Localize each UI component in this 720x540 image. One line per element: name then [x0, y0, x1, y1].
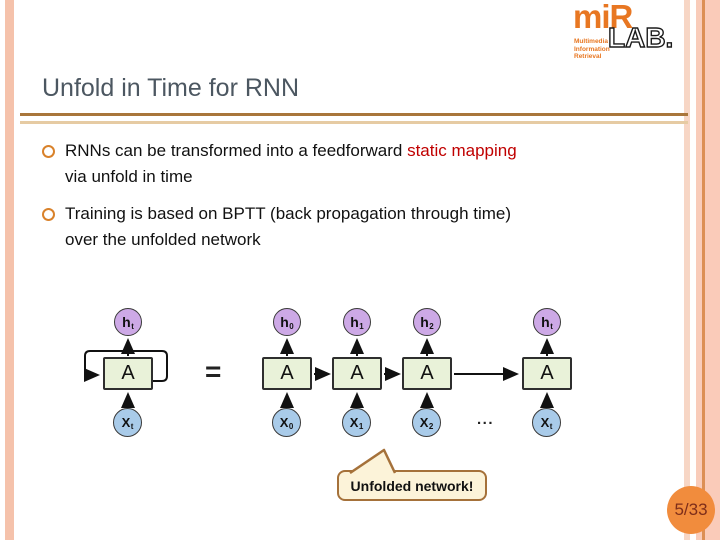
node-subscript: 0	[289, 321, 294, 331]
bullet-1-segment: via unfold in time	[65, 167, 193, 186]
cell-label: A	[420, 362, 434, 384]
node-subscript: 2	[428, 421, 434, 431]
bullet-1-highlight: static mapping	[407, 141, 517, 160]
rnn-cell-A-0: A	[262, 357, 312, 390]
logo-subtitle-line: Multimedia	[574, 38, 608, 45]
equals-sign: =	[205, 356, 222, 387]
cell-label: A	[540, 362, 554, 384]
bullet-text-2: Training is based on BPTT (back propagat…	[65, 201, 535, 253]
cell-label: A	[350, 362, 364, 384]
node-subscript: t	[130, 421, 134, 431]
input-node-x2: X2	[412, 408, 441, 437]
callout-tail	[349, 448, 397, 474]
node-subscript: t	[549, 421, 553, 431]
hidden-output-node-h1: h1	[343, 308, 371, 336]
node-label: X	[121, 414, 131, 430]
bullet-item-2: Training is based on BPTT (back propagat…	[42, 201, 542, 253]
node-label: X	[540, 414, 550, 430]
bullet-list: RNNs can be transformed into a feedforwa…	[42, 138, 542, 264]
node-subscript: 0	[288, 421, 294, 431]
node-label: X	[279, 414, 289, 430]
right-edge-stripe-4	[705, 0, 720, 540]
rnn-cell-A-2: A	[402, 357, 452, 390]
logo-subtitle-line: Information	[574, 45, 610, 53]
page-number: 5/33	[674, 500, 708, 519]
unfolded-network-callout: Unfolded network!	[337, 470, 487, 501]
right-edge-stripe-3	[702, 0, 705, 540]
input-node-xt: Xt	[113, 408, 142, 437]
rnn-cell-A-folded: A	[103, 357, 153, 390]
node-label: h	[280, 313, 289, 330]
bullet-text-1: RNNs can be transformed into a feedforwa…	[65, 138, 535, 190]
logo-subtitle: Multimedia Information Retrieval	[574, 38, 610, 61]
logo-subtitle-line: Retrieval	[574, 53, 602, 60]
node-label: h	[420, 313, 429, 330]
bullet-1-segment: RNNs can be transformed into a feedforwa…	[65, 141, 408, 160]
bullet-icon	[42, 208, 55, 221]
bullet-item-1: RNNs can be transformed into a feedforwa…	[42, 138, 542, 190]
rnn-cell-A-1: A	[332, 357, 382, 390]
cell-label: A	[280, 362, 294, 384]
left-edge-stripe	[5, 0, 14, 540]
bullet-icon	[42, 145, 55, 158]
node-label: h	[541, 313, 550, 330]
node-subscript: 1	[358, 421, 364, 431]
callout-text: Unfolded network!	[350, 477, 474, 494]
node-subscript: 1	[359, 321, 364, 331]
hidden-output-node-h2: h2	[413, 308, 441, 336]
node-subscript: t	[131, 321, 134, 331]
hidden-output-node-ht-unfolded: ht	[533, 308, 561, 336]
node-label: X	[419, 414, 429, 430]
hidden-output-node-ht: ht	[114, 308, 142, 336]
bullet-2-segment: Training is based on BPTT (back propagat…	[65, 204, 512, 249]
title-divider-light	[20, 121, 688, 124]
input-node-x1: X1	[342, 408, 371, 437]
input-node-xt-unfolded: Xt	[532, 408, 561, 437]
mir-lab-logo: miR Multimedia Information Retrieval LAB…	[573, 0, 681, 66]
node-label: h	[122, 313, 131, 330]
node-label: h	[350, 313, 359, 330]
node-label: X	[349, 414, 359, 430]
input-node-x0: X0	[272, 408, 301, 437]
right-edge-stripe-1	[684, 0, 690, 540]
logo-mir-text: miR	[573, 0, 633, 35]
ellipsis: ...	[477, 411, 495, 428]
logo-lab-text: LAB.	[607, 21, 674, 53]
node-subscript: t	[550, 321, 553, 331]
slide-title: Unfold in Time for RNN	[42, 74, 300, 102]
cell-label: A	[121, 362, 135, 384]
page-number-badge: 5/33	[667, 486, 715, 534]
title-divider-dark	[20, 113, 688, 116]
hidden-output-node-h0: h0	[273, 308, 301, 336]
node-subscript: 2	[429, 321, 434, 331]
rnn-cell-A-t: A	[522, 357, 572, 390]
